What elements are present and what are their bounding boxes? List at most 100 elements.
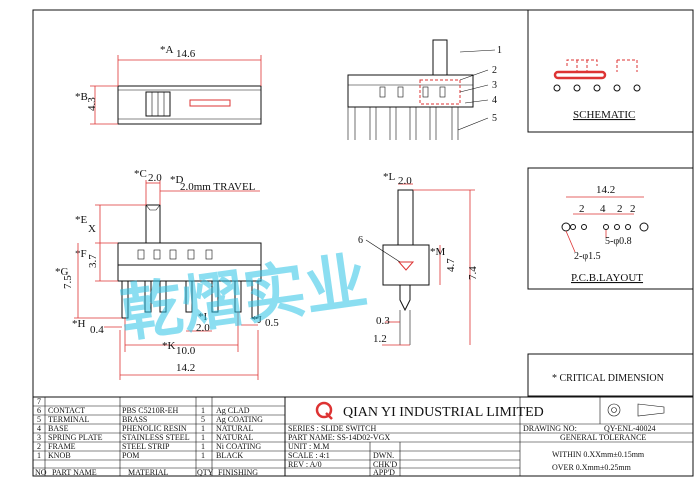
callout-3: 3 — [492, 80, 497, 91]
bom-cell-no: 1 — [37, 451, 41, 460]
scale: SCALE : 4:1 — [288, 451, 330, 460]
critical-note-box — [527, 353, 694, 397]
bom-cell-finish: Ag COATING — [216, 415, 263, 424]
label-f: *F — [75, 248, 87, 260]
bom-header-part: PART NAME — [52, 468, 97, 477]
label-g: *G — [55, 266, 69, 278]
bom-header-no: NO — [35, 468, 47, 477]
dim-12: 1.2 — [373, 333, 387, 345]
dwn: DWN. — [373, 451, 394, 460]
travel: 2.0mm TRAVEL — [180, 181, 256, 193]
dim-j: 0.5 — [265, 317, 279, 329]
dim-k: 10.0 — [176, 345, 196, 357]
bom-cell-qty: 1 — [201, 442, 205, 451]
pcb-space-3: 2 — [617, 203, 623, 215]
side-view-top: 1 2 3 4 5 — [347, 39, 502, 140]
bom-cell-part: SPRING PLATE — [48, 433, 103, 442]
bom-cell-qty: 1 — [201, 424, 205, 433]
pcb-space-2: 4 — [600, 203, 606, 215]
label-i: *I — [198, 311, 208, 323]
top-view: *A 14.6 *B 4.3 — [75, 44, 262, 125]
pcb-dim-total: 14.2 — [596, 184, 615, 196]
pcb-layout: 14.2 2 4 2 2 5-φ0.8 2-φ1.5 P.C.B.LAYOUT — [561, 184, 649, 284]
bom-cell-qty: 1 — [201, 433, 205, 442]
bom-cell-material: STEEL STRIP — [122, 442, 170, 451]
bom-cell-no: 7 — [37, 397, 41, 406]
appd: APP'D — [373, 468, 395, 477]
bom-cell-qty: 5 — [201, 415, 205, 424]
callout-4: 4 — [492, 95, 497, 106]
bom-cell-finish: Ni COATING — [216, 442, 261, 451]
watermark: 乾熠实业 — [116, 244, 372, 351]
label-k: *K — [162, 340, 176, 352]
label-m: *M — [430, 246, 446, 258]
dim-b: 4.3 — [86, 97, 98, 111]
front-dim-total: 14.2 — [176, 362, 195, 374]
side-view-section: 6 *L 2.0 *M 4.7 7.4 0.3 1.2 — [358, 171, 479, 346]
dim-a: 14.6 — [176, 48, 196, 60]
projection-symbol-icon — [607, 403, 621, 417]
bom-cell-material: BRASS — [122, 415, 147, 424]
bom-cell-part: BASE — [48, 424, 69, 433]
bom-header: NO PART NAME MATERIAL QTY FINISHING — [35, 468, 258, 477]
drawing-no: QY-ENL-40024 — [604, 424, 656, 433]
label-j: *J — [252, 314, 263, 326]
bom-cell-part: TERMINAL — [48, 415, 89, 424]
dim-f: 3.7 — [87, 254, 99, 268]
dim-h: 0.4 — [90, 324, 104, 336]
label-c: *C — [134, 168, 147, 180]
bom-cell-finish: BLACK — [216, 451, 243, 460]
bom-cell-material: STAINLESS STEEL — [122, 433, 190, 442]
schematic-box — [527, 9, 694, 133]
bom-cell-qty: 1 — [201, 451, 205, 460]
bom-cell-finish: NATURAL — [216, 433, 253, 442]
pcb-title: P.C.B.LAYOUT — [571, 272, 643, 284]
within-tolerance: WITHIN 0.XXmm±0.15mm — [552, 450, 645, 459]
bom-cell-material: POM — [122, 451, 139, 460]
bom-cell-qty: 1 — [201, 406, 205, 415]
label-l: *L — [383, 171, 396, 183]
pcb-space-1: 2 — [579, 203, 585, 215]
callout-5: 5 — [492, 113, 497, 124]
schematic-diagram: SCHEMATIC — [553, 59, 641, 121]
bom-cell-material: PBS C5210R-EH — [122, 406, 178, 415]
label-e: *E — [75, 214, 88, 226]
bom-cell-no: 4 — [37, 424, 41, 433]
company-logo-tail — [325, 412, 333, 420]
chkd: CHK'D — [373, 460, 397, 469]
pcb-space-4: 2 — [630, 203, 636, 215]
company-name: QIAN YI INDUSTRIAL LIMITED — [343, 405, 544, 420]
callout-1: 1 — [497, 45, 502, 56]
dim-m: 4.7 — [445, 258, 457, 272]
bom-cell-no: 3 — [37, 433, 41, 442]
bom-cell-no: 2 — [37, 442, 41, 451]
unit: UNIT : M.M — [288, 442, 329, 451]
dim-03: 0.3 — [376, 315, 390, 327]
bom-header-qty: QTY — [197, 468, 214, 477]
front-view: *C 2.0 *D 2.0mm TRAVEL *E X *F 3.7 *G 7.… — [55, 168, 279, 380]
bom-cell-part: CONTACT — [48, 406, 85, 415]
bom-cell-finish: NATURAL — [216, 424, 253, 433]
pcb-hole-large: 2-φ1.5 — [574, 251, 601, 262]
critical-note: * CRITICAL DIMENSION — [552, 373, 664, 384]
bom-cell-part: KNOB — [48, 451, 71, 460]
dim-i: 2.0 — [196, 322, 210, 334]
callout-2: 2 — [492, 65, 497, 76]
bom-header-finish: FINISHING — [218, 468, 258, 477]
label-b: *B — [75, 91, 88, 103]
label-d: *D — [170, 174, 184, 186]
dim-74: 7.4 — [467, 266, 479, 280]
schematic-title: SCHEMATIC — [573, 109, 635, 121]
drawing-no-label: DRAWING NO: — [523, 424, 577, 433]
general-tolerance: GENERAL TOLERANCE — [560, 433, 646, 442]
bom-cell-material: PHENOLIC RESIN — [122, 424, 187, 433]
over-tolerance: OVER 0.Xmm±0.25mm — [552, 463, 632, 472]
company-logo — [315, 401, 333, 419]
bom-cell-part: FRAME — [48, 442, 76, 451]
series: SERIES : SLIDE SWITCH — [288, 424, 376, 433]
title-block: QIAN YI INDUSTRIAL LIMITED SERIES : SLID… — [284, 396, 694, 477]
dim-e: X — [88, 223, 96, 235]
dim-l: 2.0 — [398, 175, 412, 187]
callout-6: 6 — [358, 235, 363, 246]
